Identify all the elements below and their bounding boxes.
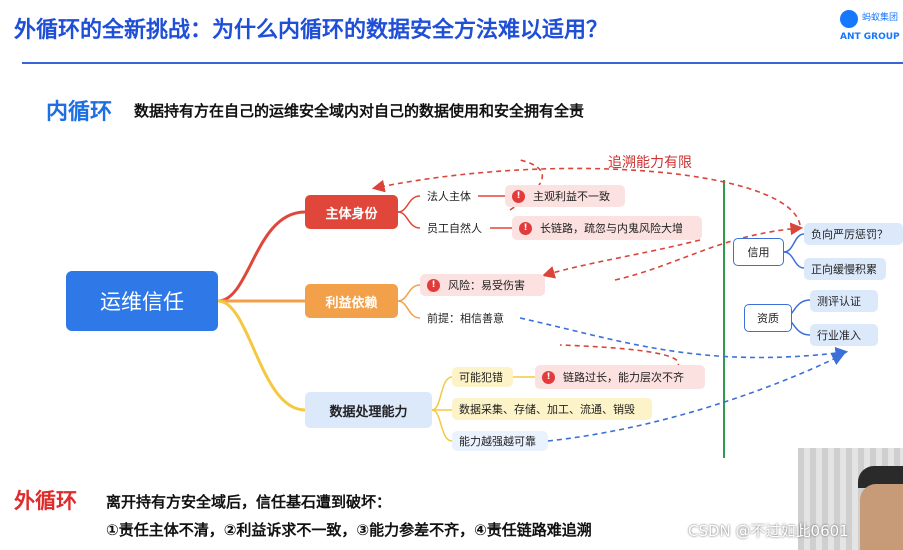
leaf-data-lifecycle: 数据采集、存储、加工、流通、销毁 <box>452 398 652 420</box>
csdn-watermark: CSDN @不过如此0601 <box>688 520 849 541</box>
credit-positive-accumulation: 正向缓慢积累 <box>804 258 886 280</box>
leaf-stronger-more-reliable: 能力越强越可靠 <box>452 431 548 451</box>
risk-long-chain: ! 长链路，疏忽与内鬼风险大增 <box>512 216 702 240</box>
branch-data-capability: 数据处理能力 <box>305 392 432 428</box>
outer-cycle-line2: ①责任主体不清，②利益诉求不一致，③能力参差不齐，④责任链路难追溯 <box>106 519 592 540</box>
branch-subject-identity: 主体身份 <box>305 195 398 229</box>
leaf-employee: 员工自然人 <box>420 218 489 238</box>
qualification-certification: 测评认证 <box>810 290 878 312</box>
leaf-legal-entity: 法人主体 <box>420 186 478 206</box>
qualification-industry-access: 行业准入 <box>810 324 878 346</box>
warning-icon: ! <box>427 279 440 292</box>
presenter-face <box>860 484 903 550</box>
warning-icon: ! <box>542 371 555 384</box>
leaf-may-err: 可能犯错 <box>452 367 513 387</box>
leaf-label: 风险：易受伤害 <box>448 277 525 293</box>
outer-cycle-line1: 离开持有方安全域后，信任基石遭到破坏： <box>106 491 391 512</box>
branch-interest-dependency: 利益依赖 <box>305 284 398 318</box>
risk-label: 主观利益不一致 <box>533 188 610 204</box>
root-node-ops-trust: 运维信任 <box>66 271 218 331</box>
leaf-premise-goodwill: 前提：相信善意 <box>420 308 511 328</box>
leaf-risk-vulnerable: ! 风险：易受伤害 <box>420 274 545 296</box>
credit-negative-punishment: 负向严厉惩罚？ <box>804 223 903 245</box>
warning-icon: ! <box>519 222 532 235</box>
warning-icon: ! <box>512 190 525 203</box>
risk-interest-mismatch: ! 主观利益不一致 <box>505 185 625 207</box>
trace-limited-label: 追溯能力有限 <box>608 152 692 172</box>
risk-label: 长链路，疏忽与内鬼风险大增 <box>540 220 683 236</box>
outer-cycle-title: 外循环 <box>14 485 77 515</box>
node-credit: 信用 <box>733 238 784 266</box>
risk-chain-too-long: ! 链路过长，能力层次不齐 <box>535 365 705 389</box>
risk-label: 链路过长，能力层次不齐 <box>563 369 684 385</box>
node-qualification: 资质 <box>744 304 792 332</box>
